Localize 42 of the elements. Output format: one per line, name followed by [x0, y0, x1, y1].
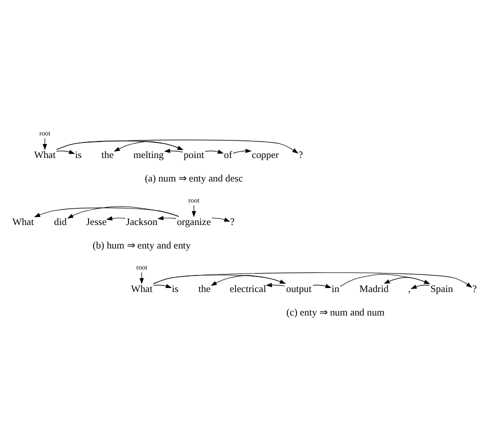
arrow: [312, 284, 332, 288]
node-text: is: [75, 149, 82, 160]
arrow: [157, 215, 176, 220]
node-text: Jesse: [86, 216, 107, 228]
arrow: [56, 139, 298, 154]
node-text: ,: [408, 284, 411, 295]
node-text: did: [54, 216, 67, 228]
node-text: Jackson: [126, 216, 158, 228]
node-text: What: [34, 149, 56, 160]
arrow: [152, 284, 172, 288]
node-text: is: [172, 284, 179, 295]
node-text: What: [130, 284, 152, 295]
arrow: [56, 149, 76, 154]
arrow: [42, 137, 47, 150]
arrow: [211, 217, 230, 222]
node-text: Madrid: [359, 284, 389, 295]
node-text: output: [286, 284, 312, 295]
node-text: point: [184, 149, 204, 160]
arrow: [153, 272, 472, 288]
node-text: electrical: [230, 284, 266, 295]
node-text: the: [102, 149, 114, 160]
node-text: melting: [133, 149, 164, 160]
arrow: [266, 282, 286, 287]
node-text: the: [198, 284, 211, 295]
node-text: in: [332, 284, 340, 295]
label: (c) enty ⇒ num and num: [286, 307, 385, 318]
arrow: [204, 149, 224, 154]
node-text: What: [12, 216, 34, 228]
label: (a) num ⇒ enty and desc: [144, 173, 243, 184]
node-text: ?: [472, 284, 477, 295]
node-text: copper: [252, 149, 279, 160]
node-text: Spain: [430, 284, 453, 295]
node-text: of: [224, 149, 232, 160]
arrow: [164, 148, 183, 153]
node-text: ?: [298, 149, 303, 160]
label: (b) hum ⇒ enty and enty: [92, 240, 191, 252]
node-text: organize: [176, 216, 211, 228]
node-text: ?: [230, 216, 235, 228]
arrow: [67, 206, 179, 218]
arrow: [410, 284, 430, 288]
arrow: [106, 216, 126, 220]
arrow: [233, 148, 252, 154]
